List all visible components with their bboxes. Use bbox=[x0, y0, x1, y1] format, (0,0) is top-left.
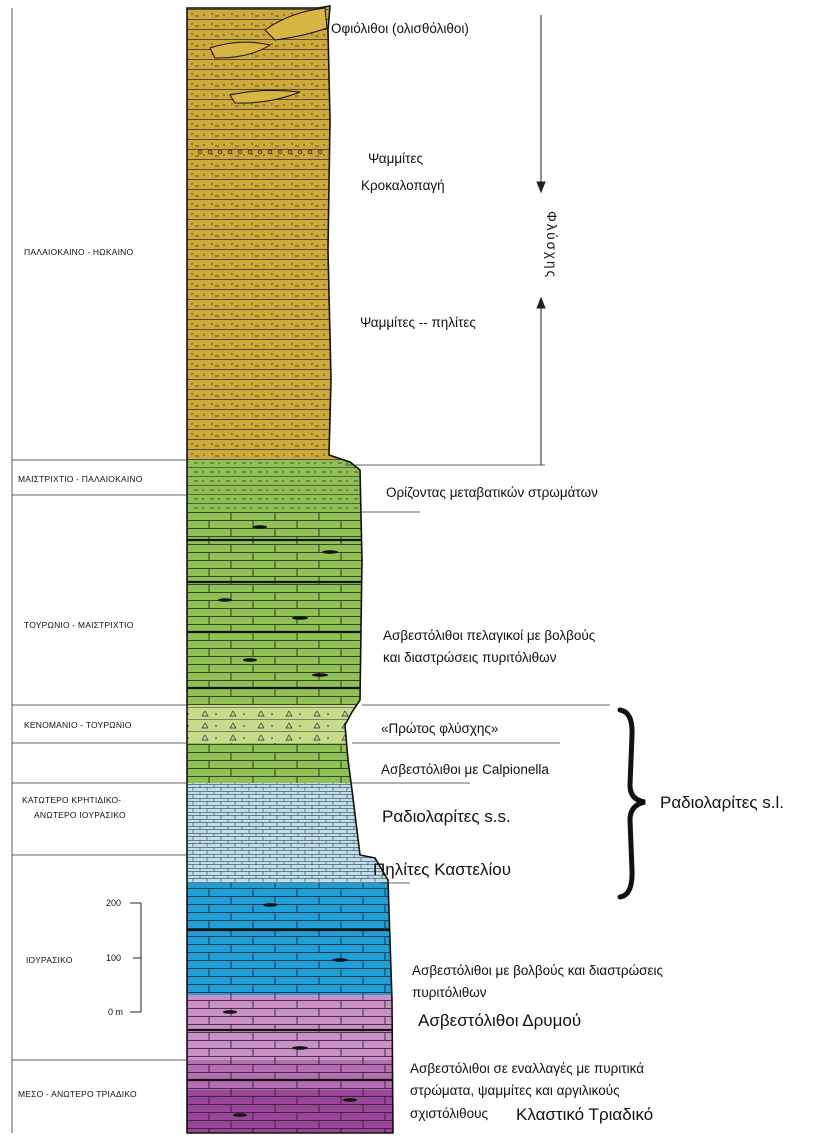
age-label: ΙΟΥΡΑΣΙΚΟ bbox=[26, 955, 73, 965]
unit-label: στρώματα, ψαμμίτες και αργιλικούς bbox=[410, 1083, 620, 1098]
unit-label: σχιστόλιθους bbox=[410, 1106, 488, 1121]
unit-label: Κροκαλοπαγή bbox=[361, 178, 445, 193]
unit-label: και διαστρώσεις πυριτόλιθων bbox=[383, 650, 557, 665]
radiolarites-brace-icon bbox=[620, 710, 645, 897]
age-label: ΚΑΤΩΤΕΡΟ ΚΡΗΤΙΔΙΚΟ- bbox=[22, 795, 121, 805]
unit-label: Πηλίτες Καστελίου bbox=[373, 860, 511, 879]
scale-bar bbox=[130, 903, 141, 1012]
unit-label: Ασβεστόλιθοι Δρυμού bbox=[418, 1011, 581, 1030]
age-label: ΠΑΛΑΙΟΚΑΙΝΟ - ΗΩΚΑΙΝΟ bbox=[24, 247, 133, 257]
unit-label: πυριτόλιθων bbox=[412, 985, 487, 1000]
unit-label: Ασβεστόλιθοι με βολβούς και διαστρώσεις bbox=[412, 963, 663, 978]
flysch-label: Φλύσχης bbox=[544, 211, 559, 279]
scale-label-bottom: 0 m bbox=[108, 1007, 123, 1017]
flysch-range-arrow bbox=[537, 15, 545, 465]
unit-label: Οφιόλιθοι (ολισθόλιθοι) bbox=[331, 21, 469, 36]
unit-label: Κλαστικό Τριαδικό bbox=[516, 1105, 653, 1124]
unit-label: Ασβεστόλιθοι σε εναλλαγές με πυριτικά bbox=[410, 1061, 644, 1076]
unit-label: Ψαμμίτες -- πηλίτες bbox=[360, 315, 476, 330]
age-label: ΚΕΝΟΜΑΝΙΟ - ΤΟΥΡΩΝΙΟ bbox=[24, 720, 132, 730]
scale-label-mid: 100 bbox=[106, 953, 121, 963]
unit-label: Ορίζοντας μεταβατικών στρωμάτων bbox=[386, 485, 598, 500]
unit-label: Ασβεστόλιθοι πελαγικοί με βολβούς bbox=[383, 628, 596, 643]
radiolarites-group-label: Ραδιολαρίτες s.l. bbox=[660, 793, 784, 812]
age-label: ΜΕΣΟ - ΑΝΩΤΕΡΟ ΤΡΙΑΔΙΚΟ bbox=[18, 1089, 137, 1099]
age-label: ΜΑΙΣΤΡΙΧΤΙΟ - ΠΑΛΑΙΟΚΑΙΝΟ bbox=[18, 474, 143, 484]
age-label: ΑΝΩΤΕΡΟ ΙΟΥΡΑΣΙΚΟ bbox=[34, 810, 126, 820]
scale-label-top: 200 bbox=[106, 898, 121, 908]
age-label: ΤΟΥΡΩΝΙΟ - ΜΑΙΣΤΡΙΧΤΙΟ bbox=[24, 620, 134, 630]
unit-label: Ραδιολαρίτες s.s. bbox=[382, 807, 511, 826]
unit-label: Ψαμμίτες bbox=[368, 151, 423, 166]
unit-label: «Πρώτος φλύσχης» bbox=[381, 721, 498, 736]
unit-label: Ασβεστόλιθοι με Calpionella bbox=[381, 762, 549, 777]
stratigraphic-column bbox=[180, 0, 400, 1138]
